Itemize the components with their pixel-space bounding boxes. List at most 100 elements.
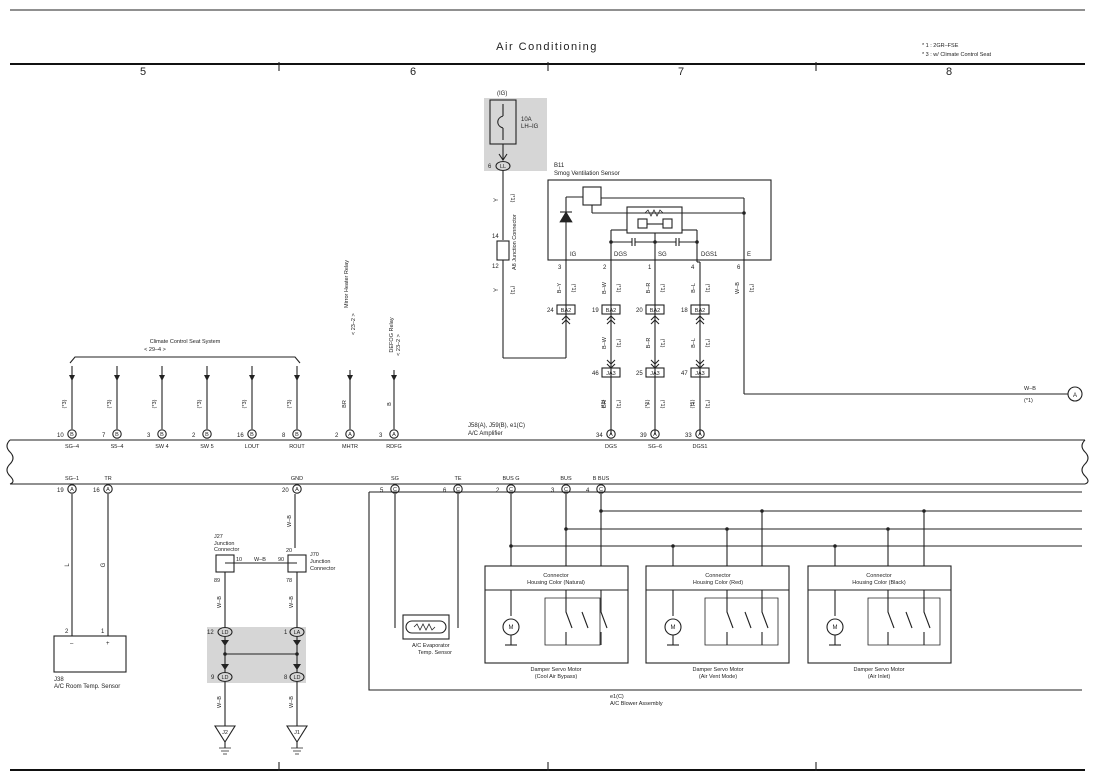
svg-text:BA2: BA2 (695, 308, 705, 314)
svg-text:R: R (691, 402, 697, 406)
ground-a-label: A (1073, 393, 1077, 399)
svg-text:Mirror Heater Relay: Mirror Heater Relay (344, 260, 350, 308)
sensor-name: Smog Ventilation Sensor (554, 171, 620, 177)
sensor-id: B11 (554, 163, 565, 169)
svg-text:(*1): (*1) (659, 339, 665, 348)
svg-text:+: + (106, 641, 110, 647)
svg-text:(*1): (*1) (659, 400, 665, 409)
svg-text:25: 25 (636, 371, 643, 377)
svg-text:B: B (387, 402, 393, 406)
relays: Mirror Heater Relay < 23–2 > DEFOG Relay… (342, 260, 402, 408)
svg-text:(*1): (*1) (690, 399, 696, 408)
svg-text:(*1): (*1) (748, 284, 754, 293)
svg-text:B–R: B–R (646, 283, 652, 294)
b11-label-dgs: DGS (614, 252, 627, 258)
svg-text:6: 6 (737, 265, 741, 271)
svg-text:A: A (698, 432, 702, 438)
svg-text:B: B (70, 432, 74, 438)
svg-text:(*3): (*3) (197, 399, 203, 408)
svg-text:Y: Y (646, 402, 652, 406)
amp-pin-label: SW 5 (200, 444, 213, 450)
svg-text:(*1): (*1) (704, 284, 710, 293)
svg-text:B–L: B–L (691, 283, 697, 293)
svg-text:20: 20 (282, 488, 289, 494)
section-5: 5 (140, 66, 146, 78)
svg-text:8: 8 (282, 433, 286, 439)
svg-text:LD: LD (293, 675, 300, 681)
svg-text:89: 89 (214, 578, 220, 584)
svg-text:BR: BR (342, 400, 348, 408)
svg-text:B–L: B–L (691, 338, 697, 348)
section-8: 8 (946, 66, 952, 78)
damper-motor-cool-air: Connector Housing Color (Natural) M Damp… (484, 565, 629, 680)
svg-text:W–B: W–B (254, 557, 266, 563)
svg-text:C: C (456, 487, 460, 493)
ground-j2: J2 (222, 730, 228, 736)
amp-pin-label: DGS (605, 444, 617, 450)
svg-text:(*1): (*1) (1024, 398, 1033, 404)
svg-text:2: 2 (335, 433, 339, 439)
amp-pin-label: SW 4 (155, 444, 168, 450)
svg-text:(*1): (*1) (615, 400, 621, 409)
svg-text:J27: J27 (214, 534, 223, 540)
page-title: Air Conditioning (496, 41, 598, 53)
svg-text:C: C (509, 487, 513, 493)
svg-text:B–R: B–R (646, 338, 652, 349)
svg-text:16: 16 (237, 433, 244, 439)
svg-text:A: A (609, 432, 613, 438)
climate-seat-system: Climate Control Seat System < 29–4 > (69, 339, 301, 364)
svg-text:10: 10 (57, 433, 64, 439)
fuse-rating: 10A (521, 117, 532, 123)
svg-text:(*3): (*3) (152, 399, 158, 408)
svg-text:3: 3 (558, 265, 562, 271)
amp-pin-label: RDFG (386, 444, 402, 450)
ac-blower-assembly: e1(C) A/C Blower Assembly A/C Evaporator… (368, 491, 1082, 707)
amp-pin-label: S5–4 (111, 444, 124, 450)
svg-text:BA2: BA2 (606, 308, 616, 314)
svg-text:16: 16 (93, 488, 100, 494)
svg-text:9: 9 (211, 675, 215, 681)
svg-text:3: 3 (147, 433, 151, 439)
amp-pin-label: ROUT (289, 444, 305, 450)
svg-text:BA2: BA2 (561, 308, 571, 314)
svg-text:1: 1 (648, 265, 652, 271)
svg-text:(*1): (*1) (704, 400, 710, 409)
svg-text:A8 Junction Connector: A8 Junction Connector (512, 214, 518, 270)
svg-text:19: 19 (592, 308, 599, 314)
svg-text:(*1): (*1) (601, 399, 607, 408)
svg-text:A: A (295, 487, 299, 493)
svg-text:(*1): (*1) (615, 339, 621, 348)
svg-text:(*3): (*3) (287, 399, 293, 408)
svg-text:–: – (70, 641, 74, 647)
svg-text:B: B (295, 432, 299, 438)
svg-text:G: G (101, 562, 107, 567)
svg-text:(*1): (*1) (659, 284, 665, 293)
svg-text:W–B: W–B (217, 596, 223, 608)
room-temp-sensor: L G 2 1 – + J38 A/C Room Temp. Sensor (53, 494, 127, 690)
svg-text:Connector: Connector (310, 566, 336, 572)
ground-circuit: W–B J27 Junction Connector J70 Junction … (207, 494, 336, 755)
svg-text:34: 34 (596, 433, 603, 439)
svg-text:Connector: Connector (543, 573, 569, 579)
fuse-lh-ig: (IG) 10A LH–IG 6 LL (484, 91, 547, 172)
svg-text:19: 19 (57, 488, 64, 494)
amp-top-pin: (*3) 8 B ROUT (282, 366, 305, 450)
svg-text:A: A (70, 487, 74, 493)
amplifier-name: A/C Amplifier (468, 431, 503, 437)
amp-pin-label: SG–1 (65, 476, 79, 482)
svg-text:8: 8 (284, 675, 288, 681)
fuse-conn: LL (500, 164, 506, 170)
junction-a8: 14 12 A8 Junction Connector (492, 214, 518, 270)
b11-label-sg: SG (658, 252, 667, 258)
amp-pin-label: TR (104, 476, 111, 482)
b11-wires: B–Y (*1) B–W (*1) B–R (*1) B–L (*1) W–B … (547, 261, 1083, 434)
svg-text:(*3): (*3) (107, 399, 113, 408)
svg-text:A: A (653, 432, 657, 438)
svg-text:(Air Inlet): (Air Inlet) (868, 674, 890, 680)
